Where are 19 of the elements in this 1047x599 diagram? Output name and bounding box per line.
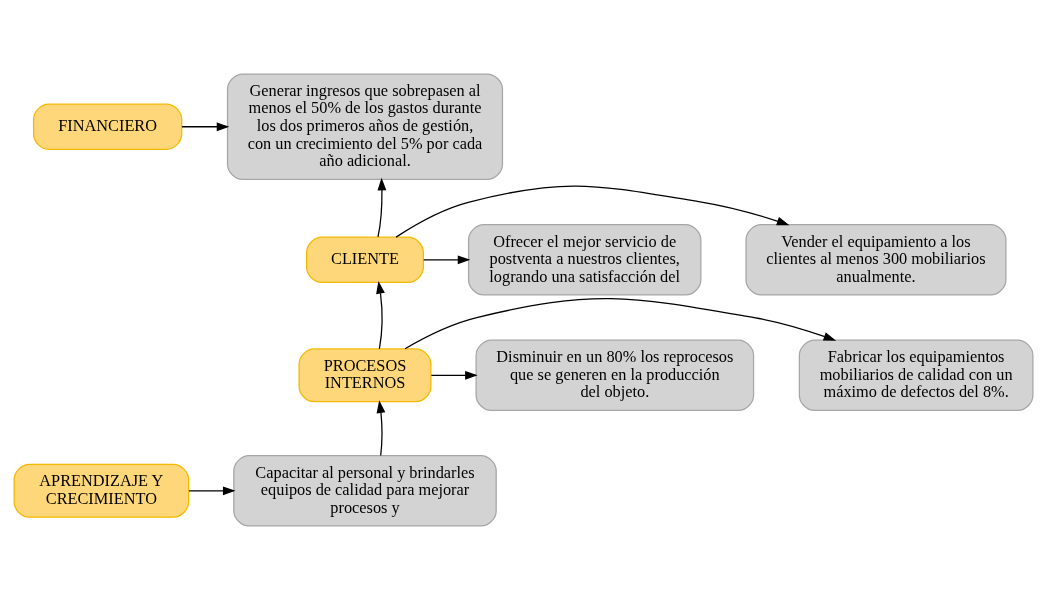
node-box: FINANCIERO [32, 103, 183, 150]
node-box: Capacitar al personal y brindarles equipos de calidad para mejorar procesos y [233, 454, 497, 527]
arrow [377, 177, 387, 238]
node-box: Generar ingresos que sobrepasen al menos el 50% de los gastos durante los dos primeros años de gestión, con un crecimiento del 5% por cada año adicional. [226, 72, 504, 180]
node-box: Disminuir en un 80% los reprocesos que se generen en la producción del objeto. [475, 339, 755, 411]
node-box: APRENDIZAJE Y CRECIMIENTO [13, 463, 190, 518]
node-box: CLIENTE [306, 236, 424, 283]
node-box: Fabricar los equipamientos mobiliarios de calidad con un máximo de defectos del 8%. [798, 339, 1034, 411]
node-box: Vender el equipamiento a los clientes al menos 300 mobiliarios anualmente. [745, 223, 1007, 296]
arrow [181, 121, 230, 131]
arrow [404, 297, 837, 349]
arrow [188, 485, 236, 495]
arrow [376, 399, 386, 456]
node-box: Ofrecer el mejor servicio de postventa a nuestros clientes, logrando una satisfacción del [467, 223, 702, 296]
arrow [423, 254, 471, 264]
arrow [430, 370, 478, 380]
arrow [395, 184, 790, 238]
node-box: PROCESOS INTERNOS [298, 347, 432, 402]
arrow [376, 280, 385, 349]
